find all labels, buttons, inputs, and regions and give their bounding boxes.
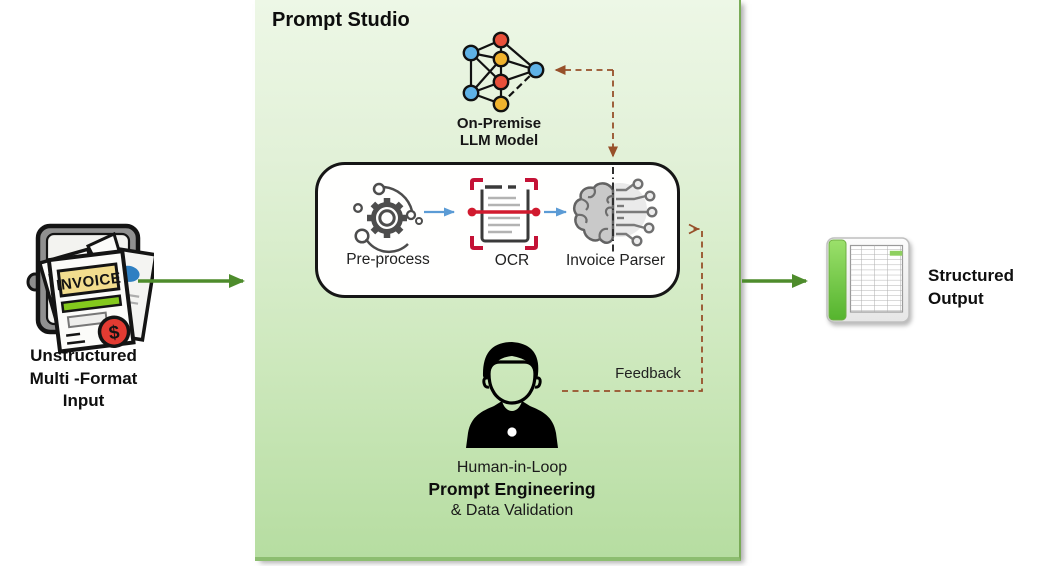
output-label-line2: Output xyxy=(928,289,984,308)
invoice-dollar-text: $ xyxy=(108,322,121,344)
human-in-loop-label: Human-in-Loop Prompt Engineering & Data … xyxy=(397,457,627,521)
step-label-ocr: OCR xyxy=(494,252,530,269)
person-laptop-icon xyxy=(466,342,558,448)
human-label-line2: Prompt Engineering xyxy=(428,479,596,499)
input-label-line1: Unstructured xyxy=(30,346,137,365)
llm-label-line2: LLM Model xyxy=(459,131,539,149)
llm-model-label: On-Premise LLM Model xyxy=(429,115,569,149)
llm-label-line1: On-Premise xyxy=(456,115,542,132)
neural-network-icon xyxy=(462,31,545,113)
brain-parser-icon xyxy=(572,178,658,247)
output-label-line1: Structured xyxy=(928,266,1014,285)
step-label-pre-process: Pre-process xyxy=(346,251,430,268)
gear-process-icon xyxy=(353,182,423,254)
output-label: Structured Output xyxy=(928,264,1046,310)
human-label-line3: & Data Validation xyxy=(450,502,574,519)
ocr-scan-icon xyxy=(467,178,541,250)
step-label-invoice-parser: Invoice Parser xyxy=(565,252,666,269)
prompt-studio-title: Prompt Studio xyxy=(272,9,410,31)
invoice-stack-icon: INVOICE $ xyxy=(26,223,154,354)
input-label: Unstructured Multi -Format Input xyxy=(11,345,156,413)
input-label-line2: Multi -Format xyxy=(29,368,138,388)
human-label-line1: Human-in-Loop xyxy=(456,459,568,476)
feedback-label: Feedback xyxy=(615,365,681,382)
input-label-line3: Input xyxy=(62,391,105,410)
spreadsheet-icon xyxy=(826,237,910,323)
